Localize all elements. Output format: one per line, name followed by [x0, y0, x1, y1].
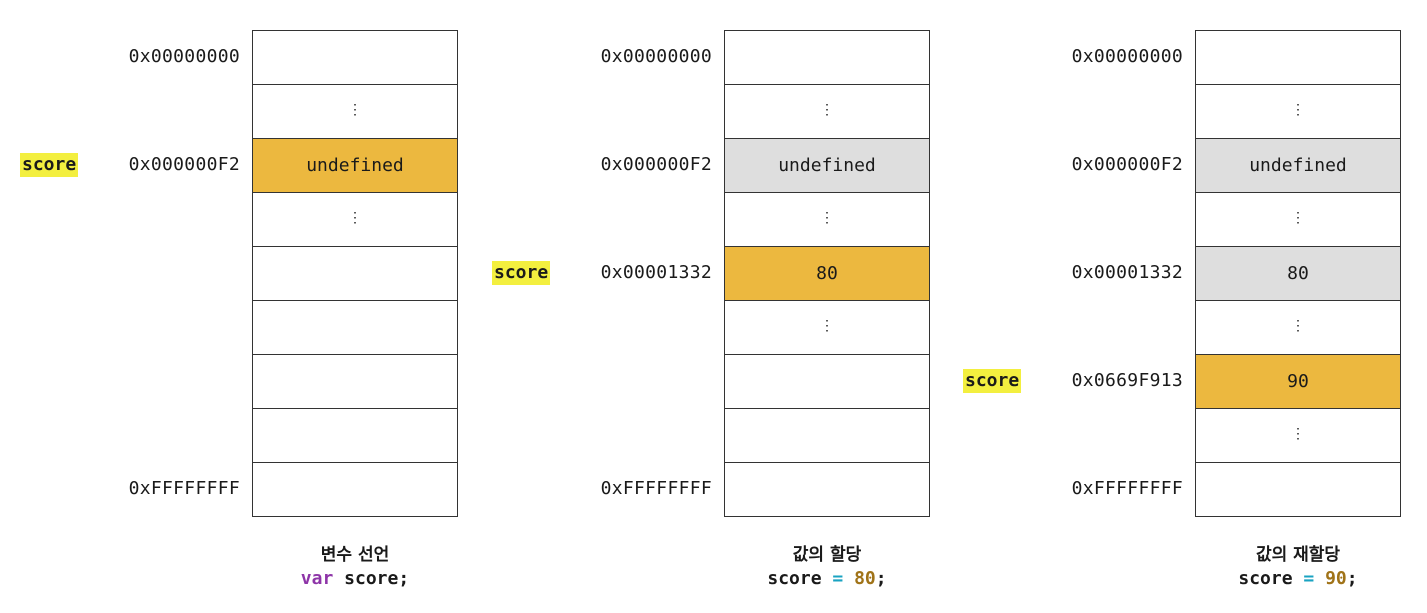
memory-cell: [725, 463, 929, 516]
memory-cell: [725, 31, 929, 85]
address-top: 0x00000000: [1071, 46, 1183, 67]
address-score: 0x00001332: [600, 262, 712, 283]
memory-cell: [1196, 31, 1400, 85]
variable-label: score: [492, 261, 551, 285]
variable-label: score: [963, 369, 1022, 393]
address-second: 0x00001332: [1071, 262, 1183, 283]
memory-cell: [725, 409, 929, 463]
memory-cell-ellipsis: ⋮: [725, 193, 929, 247]
memory-block: ⋮ undefined ⋮ 80 ⋮: [724, 30, 930, 517]
code-operator: =: [832, 568, 844, 589]
memory-panel-reassignment: 0x00000000 0x000000F2 0x00001332 0x0669F…: [943, 0, 1413, 613]
address-bottom: 0xFFFFFFFF: [600, 478, 712, 499]
memory-cell-score: 80: [725, 247, 929, 301]
memory-cell-ellipsis: ⋮: [1196, 301, 1400, 355]
variable-label: score: [20, 153, 79, 177]
memory-cell: [253, 463, 457, 516]
address-first: 0x000000F2: [1071, 154, 1183, 175]
memory-cell-old: undefined: [725, 139, 929, 193]
memory-cell: [725, 355, 929, 409]
memory-block: ⋮ undefined ⋮: [252, 30, 458, 517]
code-identifier: score: [767, 568, 833, 589]
memory-cell-ellipsis: ⋮: [1196, 193, 1400, 247]
memory-panel-assignment: 0x00000000 0x000000F2 0x00001332 0xFFFFF…: [472, 0, 942, 613]
memory-cell: [253, 355, 457, 409]
code-operator: =: [1303, 568, 1315, 589]
caption-title: 값의 재할당: [1255, 545, 1341, 565]
memory-cell: [253, 247, 457, 301]
memory-cell-old: 80: [1196, 247, 1400, 301]
address-score: 0x0669F913: [1071, 370, 1183, 391]
memory-block: ⋮ undefined ⋮ 80 ⋮ 90 ⋮: [1195, 30, 1401, 517]
address-bottom: 0xFFFFFFFF: [128, 478, 240, 499]
code-punct: ;: [1346, 568, 1358, 589]
code-snippet: score = 90;: [1195, 567, 1401, 591]
caption: 값의 재할당 score = 90;: [1195, 543, 1401, 591]
caption: 값의 할당 score = 80;: [724, 543, 930, 591]
code-snippet: var score;: [252, 567, 458, 591]
caption-title: 값의 할당: [792, 545, 862, 565]
memory-cell-ellipsis: ⋮: [725, 85, 929, 139]
code-value: 80: [843, 568, 876, 589]
memory-panel-declaration: 0x00000000 0x000000F2 0xFFFFFFFF score ⋮…: [0, 0, 470, 613]
memory-cell-score: undefined: [253, 139, 457, 193]
code-keyword: var: [300, 568, 334, 589]
address-top: 0x00000000: [128, 46, 240, 67]
memory-cell-ellipsis: ⋮: [253, 85, 457, 139]
code-identifier: score: [1238, 568, 1304, 589]
memory-cell: [253, 301, 457, 355]
code-value: 90: [1314, 568, 1347, 589]
code-punct: ;: [398, 568, 410, 589]
code-punct: ;: [875, 568, 887, 589]
memory-cell: [253, 31, 457, 85]
caption: 변수 선언 var score;: [252, 543, 458, 591]
address-top: 0x00000000: [600, 46, 712, 67]
code-identifier: score: [333, 568, 399, 589]
memory-cell-score: 90: [1196, 355, 1400, 409]
memory-cell-old: undefined: [1196, 139, 1400, 193]
memory-cell-ellipsis: ⋮: [1196, 409, 1400, 463]
memory-cell-ellipsis: ⋮: [725, 301, 929, 355]
address-first: 0x000000F2: [600, 154, 712, 175]
memory-cell: [1196, 463, 1400, 516]
memory-cell-ellipsis: ⋮: [1196, 85, 1400, 139]
memory-cell-ellipsis: ⋮: [253, 193, 457, 247]
caption-title: 변수 선언: [320, 545, 390, 565]
code-snippet: score = 80;: [724, 567, 930, 591]
memory-cell: [253, 409, 457, 463]
address-score: 0x000000F2: [128, 154, 240, 175]
address-bottom: 0xFFFFFFFF: [1071, 478, 1183, 499]
